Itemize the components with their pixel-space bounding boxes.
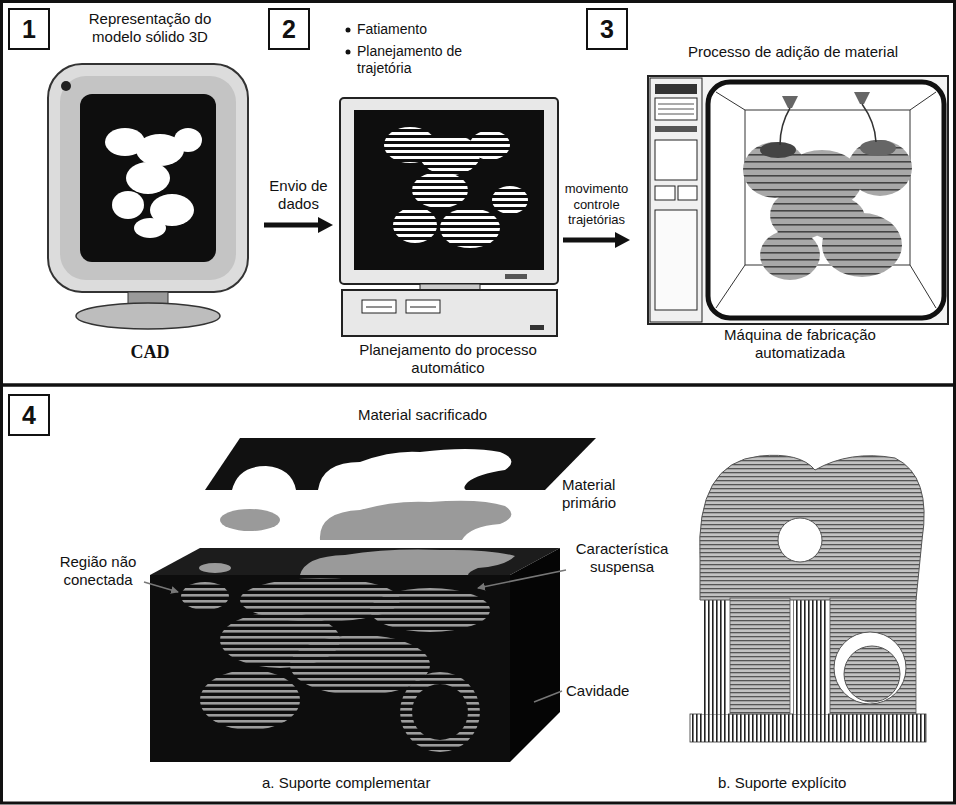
- part-label: Região não conectada: [42, 553, 154, 589]
- process-stage: Processo de adição de materialMáquina de…: [632, 15, 954, 383]
- process-stage: Representação do modelo sólido 3D CAD: [40, 8, 262, 380]
- computer: [340, 28, 558, 337]
- stage-heading: Representação do modelo sólido 3D: [70, 10, 230, 46]
- complementary-support: [144, 438, 596, 762]
- fabrication-machine: [648, 76, 948, 324]
- cad-monitor: [48, 64, 248, 329]
- arrow-head: [615, 232, 630, 248]
- stage-caption: Planejamento do processo automático: [355, 341, 541, 377]
- stage-caption: CAD: [100, 342, 200, 364]
- part-label: Material primário: [562, 476, 642, 512]
- arrow-label: movimento controle trajetórias: [560, 181, 634, 228]
- stage-heading: Processo de adição de material: [634, 43, 952, 61]
- part-label: Cavidade: [566, 682, 666, 700]
- arrow-head: [318, 217, 333, 233]
- arrow-shaft: [264, 223, 320, 228]
- flow-arrow: [264, 217, 333, 233]
- explicit-support: [690, 455, 926, 742]
- step-number: 2: [282, 17, 296, 42]
- stage-caption: Planejamento de trajetória: [357, 43, 482, 77]
- part-label: Característica suspensa: [562, 540, 682, 576]
- stage-heading: Fatiamento: [357, 21, 547, 38]
- part-label: Material sacrificado: [358, 406, 518, 424]
- flow-arrow: [563, 232, 630, 248]
- stage-caption: Máquina de fabricação automatizada: [710, 326, 890, 362]
- part-label: b. Suporte explícito: [718, 774, 908, 792]
- arrow-shaft: [563, 238, 617, 243]
- part-label: a. Suporte complementar: [262, 774, 472, 792]
- arrow-label: Envio de dados: [263, 177, 335, 213]
- step-number-box: 3: [586, 8, 628, 50]
- step-number: 4: [22, 403, 36, 428]
- process-stage: FatiamentoPlanejamento de trajetóriaPlan…: [335, 15, 561, 385]
- step-number-box: 1: [8, 8, 50, 50]
- step-number-box: 2: [268, 8, 310, 50]
- step-number: 1: [22, 17, 36, 42]
- step-number-box: 4: [8, 394, 50, 436]
- step-number: 3: [600, 17, 614, 42]
